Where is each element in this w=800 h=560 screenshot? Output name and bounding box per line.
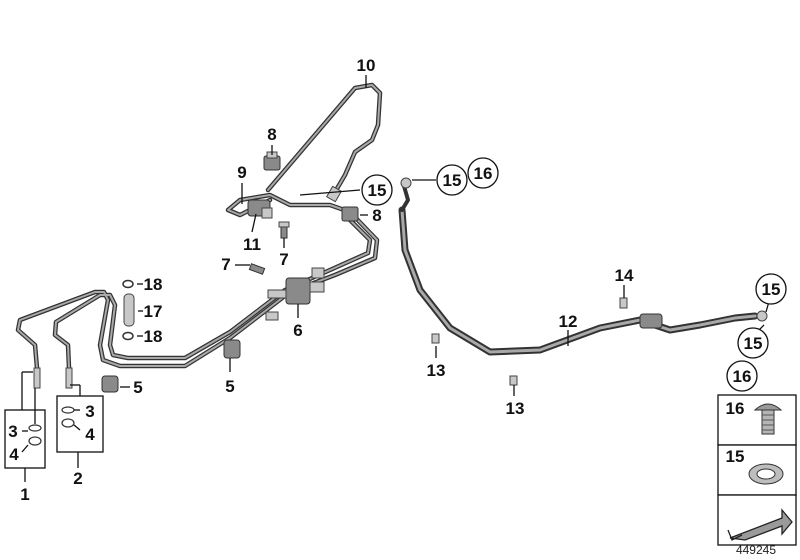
clamp-5-center [223, 339, 241, 359]
fitting-end-1 [33, 367, 41, 389]
detail-box-1 [4, 371, 46, 482]
sleeve-17 [123, 293, 135, 327]
label-7-left: 7 [221, 255, 230, 274]
legend-bleeder-screw-icon [753, 403, 783, 435]
label-15-c: 15 [762, 280, 781, 299]
callout-labels: 1 2 3 4 3 4 5 5 6 7 7 8 8 9 10 11 12 13 … [8, 56, 634, 504]
label-18-upper: 18 [144, 275, 163, 294]
screw-14 [619, 297, 628, 309]
brake-line-10 [265, 82, 383, 203]
bracket-8-right [341, 206, 359, 222]
fitting-a [311, 267, 325, 279]
label-14: 14 [615, 266, 634, 285]
fitting-end-2 [65, 367, 73, 389]
legend-label-16: 16 [726, 399, 745, 418]
label-15-a: 15 [368, 181, 387, 200]
label-8-upper: 8 [267, 125, 276, 144]
bolt-7-lower [248, 263, 266, 275]
label-13-b: 13 [506, 399, 525, 418]
clamp-5-left [101, 375, 119, 393]
label-12: 12 [559, 312, 578, 331]
brake-lines-front [15, 192, 380, 371]
label-17: 17 [144, 302, 163, 321]
label-16-a: 16 [474, 164, 493, 183]
label-15-b: 15 [443, 171, 462, 190]
legend-label-15: 15 [726, 447, 745, 466]
label-5-center: 5 [225, 377, 234, 396]
label-16-b: 16 [733, 367, 752, 386]
leader-lines [120, 75, 771, 396]
label-15-d: 15 [744, 334, 763, 353]
clip-13-a [431, 333, 440, 344]
label-4-box2: 4 [85, 425, 95, 444]
label-1: 1 [20, 485, 29, 504]
label-13-a: 13 [427, 361, 446, 380]
circled-callouts: 15 15 16 15 15 16 [361, 157, 787, 392]
label-9: 9 [237, 163, 246, 182]
detail-box-2 [56, 384, 104, 468]
label-11: 11 [243, 235, 261, 254]
legend-arrow-icon [727, 508, 793, 541]
label-4-box1: 4 [9, 445, 19, 464]
label-5-left: 5 [133, 378, 142, 397]
brake-hose-12 [398, 177, 768, 356]
clip-13-b [509, 375, 518, 386]
document-number: 449245 [736, 543, 776, 557]
label-18-lower: 18 [144, 327, 163, 346]
label-8-right: 8 [372, 206, 381, 225]
label-3-box2: 3 [85, 402, 94, 421]
bolt-7-upper [278, 221, 290, 239]
label-7-lower: 7 [279, 250, 288, 269]
label-3-box1: 3 [8, 422, 17, 441]
fitting-b [265, 311, 279, 321]
connector-11 [247, 199, 273, 219]
label-6: 6 [293, 321, 302, 340]
distributor-6 [267, 277, 325, 305]
ring-18-lower [122, 331, 134, 341]
label-2: 2 [73, 469, 82, 488]
label-10: 10 [357, 56, 376, 75]
legend-panel: 16 15 [717, 394, 797, 546]
ring-18-upper [122, 279, 134, 289]
legend-sealing-ring-icon [748, 463, 784, 485]
